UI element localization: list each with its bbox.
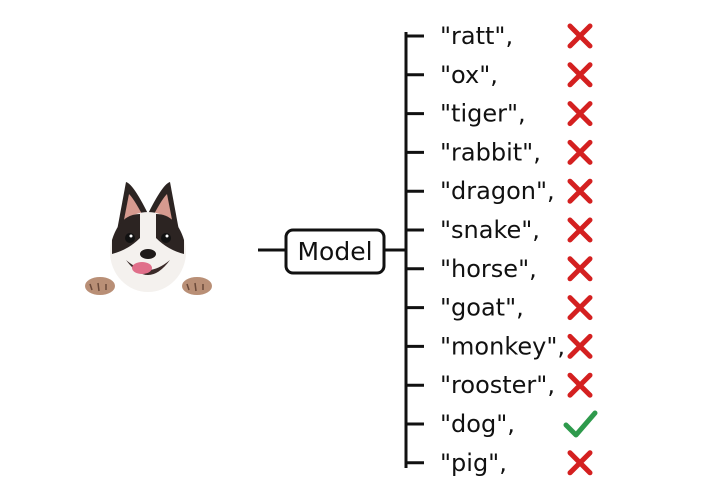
label-row: "pig", (406, 449, 593, 477)
model-label: Model (297, 237, 372, 266)
dog-nose (140, 249, 156, 259)
left-paw-toes (89, 282, 107, 292)
class-label: "dragon", (440, 177, 555, 205)
left-paw (85, 277, 115, 295)
cross-icon (567, 450, 593, 476)
right-paw (182, 277, 212, 295)
class-label: "pig", (440, 449, 507, 477)
left-eye (125, 233, 135, 243)
class-label: "tiger", (440, 100, 526, 128)
cross-icon (567, 372, 593, 398)
label-row: "dog", (406, 410, 598, 438)
label-row: "ratt", (406, 22, 593, 50)
label-row: "goat", (406, 294, 593, 322)
label-row: "monkey", (406, 332, 593, 360)
left-eye-patch (112, 214, 140, 254)
cross-icon (567, 178, 593, 204)
right-eye (161, 233, 171, 243)
cross-icon (567, 256, 593, 282)
class-label: "monkey", (440, 332, 565, 360)
class-label: "ox", (440, 61, 498, 89)
cross-icon (567, 217, 593, 243)
class-label: "rooster", (440, 371, 555, 399)
label-row: "dragon", (406, 177, 593, 205)
right-eye-patch (156, 214, 184, 254)
cross-icon (567, 62, 593, 88)
cross-icon (567, 139, 593, 165)
label-row: "horse", (406, 255, 593, 283)
check-icon (563, 410, 598, 438)
label-row: "tiger", (406, 100, 593, 128)
class-label: "horse", (440, 255, 537, 283)
cross-icon (567, 333, 593, 359)
cross-icon (567, 295, 593, 321)
cross-icon (567, 23, 593, 49)
right-paw-toes (186, 282, 204, 292)
class-label: "goat", (440, 294, 524, 322)
label-row: "rooster", (406, 371, 593, 399)
label-row: "rabbit", (406, 138, 593, 166)
class-label: "snake", (440, 216, 540, 244)
label-list: "ratt", "ox", "tiger", "rabbit", "dragon", "s… (406, 22, 598, 477)
class-label: "ratt", (440, 22, 513, 50)
cross-icon (567, 101, 593, 127)
class-label: "dog", (440, 410, 515, 438)
label-row: "ox", (406, 61, 593, 89)
dog-tongue (132, 262, 152, 274)
label-row: "snake", (406, 216, 593, 244)
class-label: "rabbit", (440, 138, 541, 166)
dog-image (85, 182, 212, 295)
